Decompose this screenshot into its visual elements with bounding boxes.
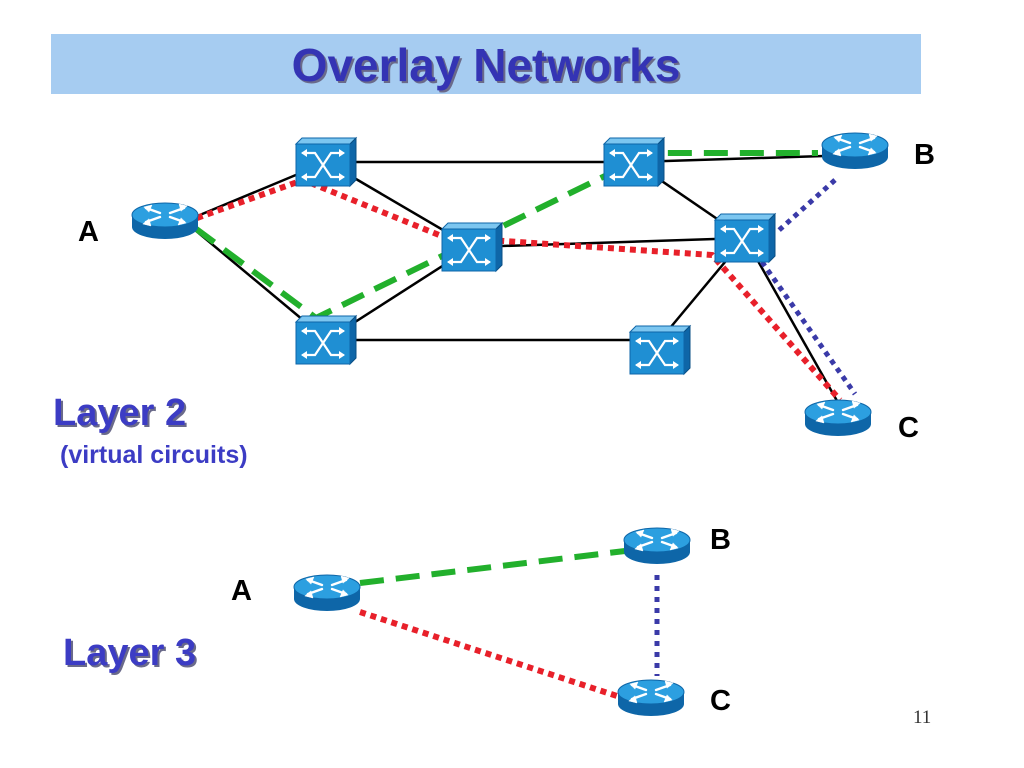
physical-links	[194, 153, 856, 416]
layer2-label-c: C	[898, 412, 919, 444]
switch-1-icon	[294, 136, 358, 188]
layer2-subheading: (virtual circuits)	[60, 441, 248, 469]
layer2-label-b: B	[914, 139, 935, 171]
layer3-heading: Layer 3	[63, 632, 197, 674]
overlay-router-b-icon	[622, 526, 692, 566]
switch-6-icon	[713, 212, 777, 264]
router-c-icon	[803, 398, 873, 438]
vc-red-a-c	[195, 176, 843, 402]
switch-4-icon	[602, 136, 666, 188]
layer3-label-b: B	[710, 524, 731, 556]
layer2-heading: Layer 2	[53, 392, 187, 434]
switch-5-icon	[628, 324, 692, 376]
page-title: Overlay Networks	[291, 39, 681, 91]
overlay-router-c-icon	[616, 678, 686, 718]
overlay-router-a-icon	[292, 573, 362, 613]
link-s4-rb	[633, 153, 856, 164]
router-b-icon	[820, 131, 890, 171]
layer3-label-a: A	[231, 575, 252, 607]
layer3-label-c: C	[710, 685, 731, 717]
overlay-red-a-c	[359, 609, 621, 700]
layer2-label-a: A	[78, 216, 99, 248]
link-s6-rc	[743, 237, 847, 416]
switch-2-icon	[294, 314, 358, 366]
link-s3-s6	[471, 236, 746, 249]
page-number: 11	[913, 707, 932, 728]
switch-3-icon	[440, 221, 504, 273]
title-bar: Overlay Networks	[51, 34, 921, 94]
overlay-green-a-b	[359, 548, 626, 586]
router-a-icon	[130, 201, 200, 241]
vc-blue-b-c	[759, 178, 858, 396]
